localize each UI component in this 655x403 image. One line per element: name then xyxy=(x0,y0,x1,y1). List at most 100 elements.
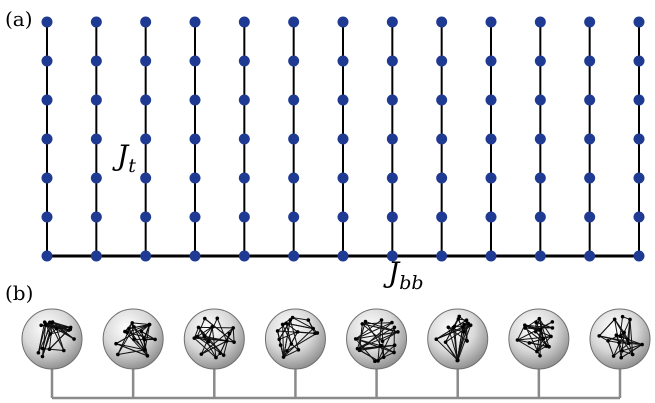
lattice-node xyxy=(633,94,645,106)
lattice-node xyxy=(337,55,349,67)
network-edge xyxy=(535,321,553,329)
network-node xyxy=(132,337,136,342)
network-edge xyxy=(201,340,227,355)
network-edge xyxy=(128,328,135,340)
network-edge xyxy=(41,324,47,357)
lattice-node xyxy=(386,16,398,28)
lattice-node xyxy=(485,55,497,67)
lattice-node xyxy=(41,16,53,28)
network-edge xyxy=(445,327,454,343)
lattice-node xyxy=(41,250,53,262)
network-edge xyxy=(124,331,148,357)
network-node xyxy=(306,318,311,322)
network-edge xyxy=(620,344,643,359)
network-node xyxy=(218,351,222,355)
network-node xyxy=(457,314,462,319)
network-node xyxy=(363,319,368,324)
sphere-body xyxy=(589,308,651,370)
network-sphere xyxy=(508,308,570,370)
lattice-node xyxy=(436,55,448,67)
network-edge xyxy=(193,327,199,339)
network-node xyxy=(550,320,555,324)
network-edge xyxy=(292,317,314,330)
network-node xyxy=(620,314,625,319)
network-node xyxy=(68,325,73,330)
lattice-node xyxy=(189,55,201,67)
network-node xyxy=(611,354,616,358)
network-node xyxy=(547,344,551,349)
network-node xyxy=(537,316,542,321)
network-node xyxy=(446,325,451,330)
network-edge xyxy=(283,349,299,358)
lattice-node xyxy=(633,250,645,262)
lattice-node xyxy=(584,211,596,223)
network-edge xyxy=(457,325,472,361)
network-node xyxy=(381,355,386,359)
network-node xyxy=(550,326,555,330)
network-edge xyxy=(197,336,227,342)
network-node xyxy=(285,349,289,353)
lattice-node xyxy=(534,172,546,184)
network-node xyxy=(392,343,397,348)
sphere-body xyxy=(21,308,83,370)
lattice-node xyxy=(238,55,250,67)
sphere-body xyxy=(427,308,489,370)
lattice-node xyxy=(90,94,102,106)
lattice-node xyxy=(288,250,300,262)
network-node xyxy=(221,353,226,357)
network-edge xyxy=(377,344,395,362)
lattice-node xyxy=(90,133,102,145)
network-edge xyxy=(283,319,291,358)
lattice-node xyxy=(386,250,398,262)
network-edge xyxy=(292,317,309,321)
lattice-node xyxy=(90,250,102,262)
network-edge xyxy=(362,322,392,325)
network-node xyxy=(210,324,214,329)
network-node xyxy=(379,318,384,322)
network-node xyxy=(538,327,543,332)
network-node xyxy=(62,348,66,353)
network-node xyxy=(392,325,397,330)
network-edge xyxy=(614,319,622,358)
network-edge xyxy=(282,324,292,345)
network-edge xyxy=(204,318,235,343)
lattice-node xyxy=(238,16,250,28)
lattice-node xyxy=(633,133,645,145)
network-node xyxy=(288,318,293,322)
network-edge xyxy=(283,328,314,358)
network-edge xyxy=(362,323,398,333)
network-edge xyxy=(196,326,213,338)
network-node xyxy=(215,316,220,321)
network-node xyxy=(202,334,207,339)
lattice-node xyxy=(436,172,448,184)
network-node xyxy=(455,358,460,363)
network-node xyxy=(143,348,147,352)
coupling-backbone-label: Jbb xyxy=(383,256,424,294)
network-node xyxy=(36,350,41,355)
network-edge xyxy=(232,327,235,343)
lattice-node xyxy=(584,94,596,106)
lattice-node xyxy=(386,133,398,145)
lattice-node xyxy=(485,211,497,223)
network-edge xyxy=(436,319,467,340)
network-spheres xyxy=(21,308,651,370)
lattice-node xyxy=(584,16,596,28)
network-edge xyxy=(282,324,285,358)
network-node xyxy=(50,320,55,324)
network-node xyxy=(275,329,280,333)
network-edge xyxy=(619,316,624,337)
network-node xyxy=(392,350,396,355)
network-edge xyxy=(539,329,542,356)
network-edge xyxy=(297,331,316,334)
network-node xyxy=(353,337,358,341)
network-edge xyxy=(132,322,150,326)
network-node xyxy=(462,330,466,334)
network-node xyxy=(196,325,201,330)
network-node xyxy=(139,329,144,334)
lattice-node xyxy=(288,133,300,145)
network-node xyxy=(67,328,71,332)
lattice-node xyxy=(337,211,349,223)
network-node xyxy=(43,322,48,327)
network-edge xyxy=(143,324,150,339)
lattice-node xyxy=(337,172,349,184)
